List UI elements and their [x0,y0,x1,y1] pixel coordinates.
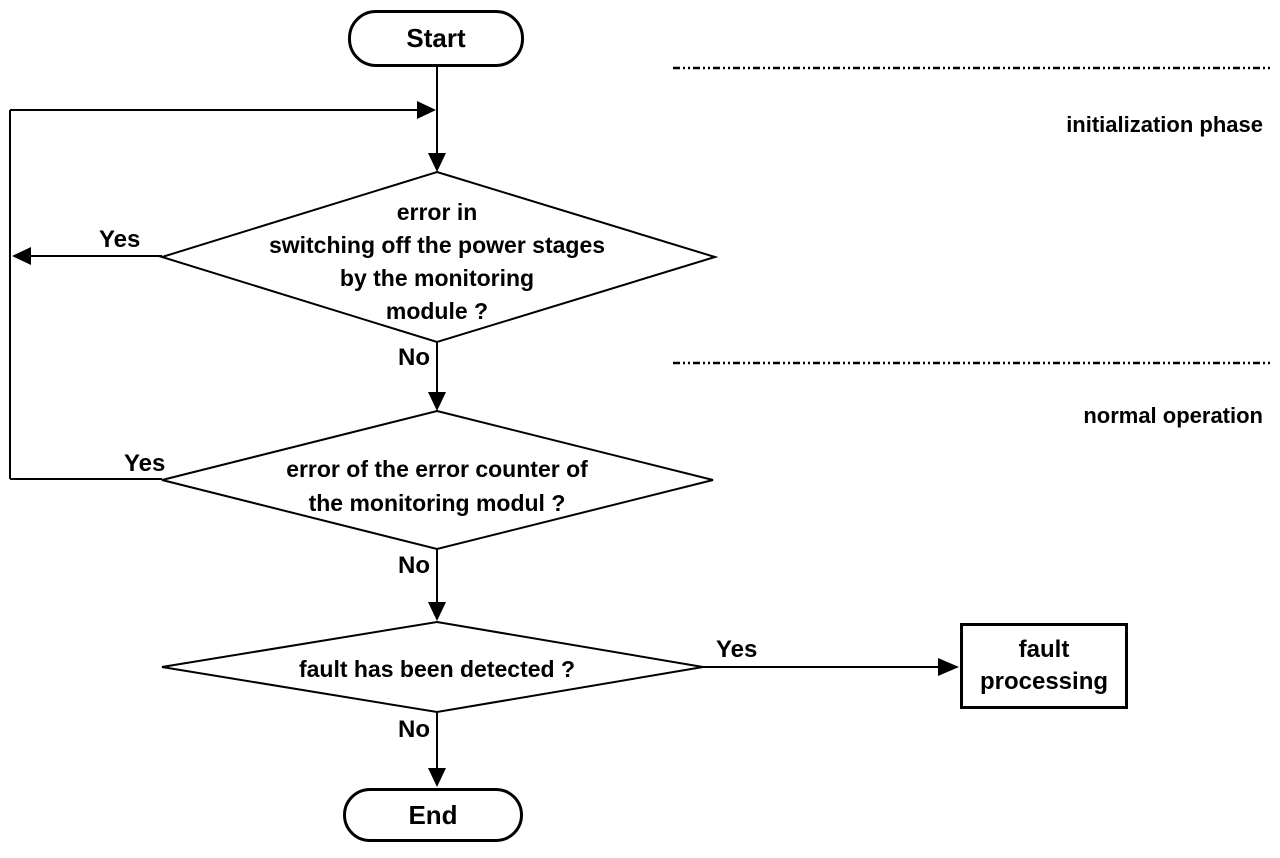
end-node: End [343,788,523,842]
phase-label-normal-operation: normal operation [1083,403,1263,428]
decision3-yes-label: Yes [716,636,758,663]
decision1-yes-label: Yes [99,226,141,253]
decision2-label: error of the error counter of the monito… [286,456,588,516]
decision1-label: error in switching off the power stages … [268,199,606,324]
decision3-shape [161,620,704,714]
decision1-no-label: No [398,344,430,371]
decision2-no-label: No [398,552,430,579]
start-label: Start [406,23,466,53]
arrowhead-into-fault-processing [938,658,959,676]
fault-processing-node: fault processing [960,623,1128,709]
end-label: End [408,799,458,830]
decision2-shape [161,409,714,551]
start-node: Start [348,10,524,67]
arrowhead-into-end [428,768,446,787]
arrowhead-into-decision1 [428,153,446,172]
decision3-no-label: No [398,716,430,743]
decision3-label: fault has been detected ? [298,656,576,682]
fault-processing-label: fault processing [979,636,1109,695]
arrowhead-into-decision3 [428,602,446,621]
arrowhead-into-decision2 [428,392,446,411]
decision2-yes-label: Yes [124,450,166,477]
arrowhead-feedback-entry [417,101,436,119]
decision1-shape [158,170,719,344]
phase-label-initialization: initialization phase [1066,112,1263,137]
arrowhead-decision1-yes [12,247,31,265]
